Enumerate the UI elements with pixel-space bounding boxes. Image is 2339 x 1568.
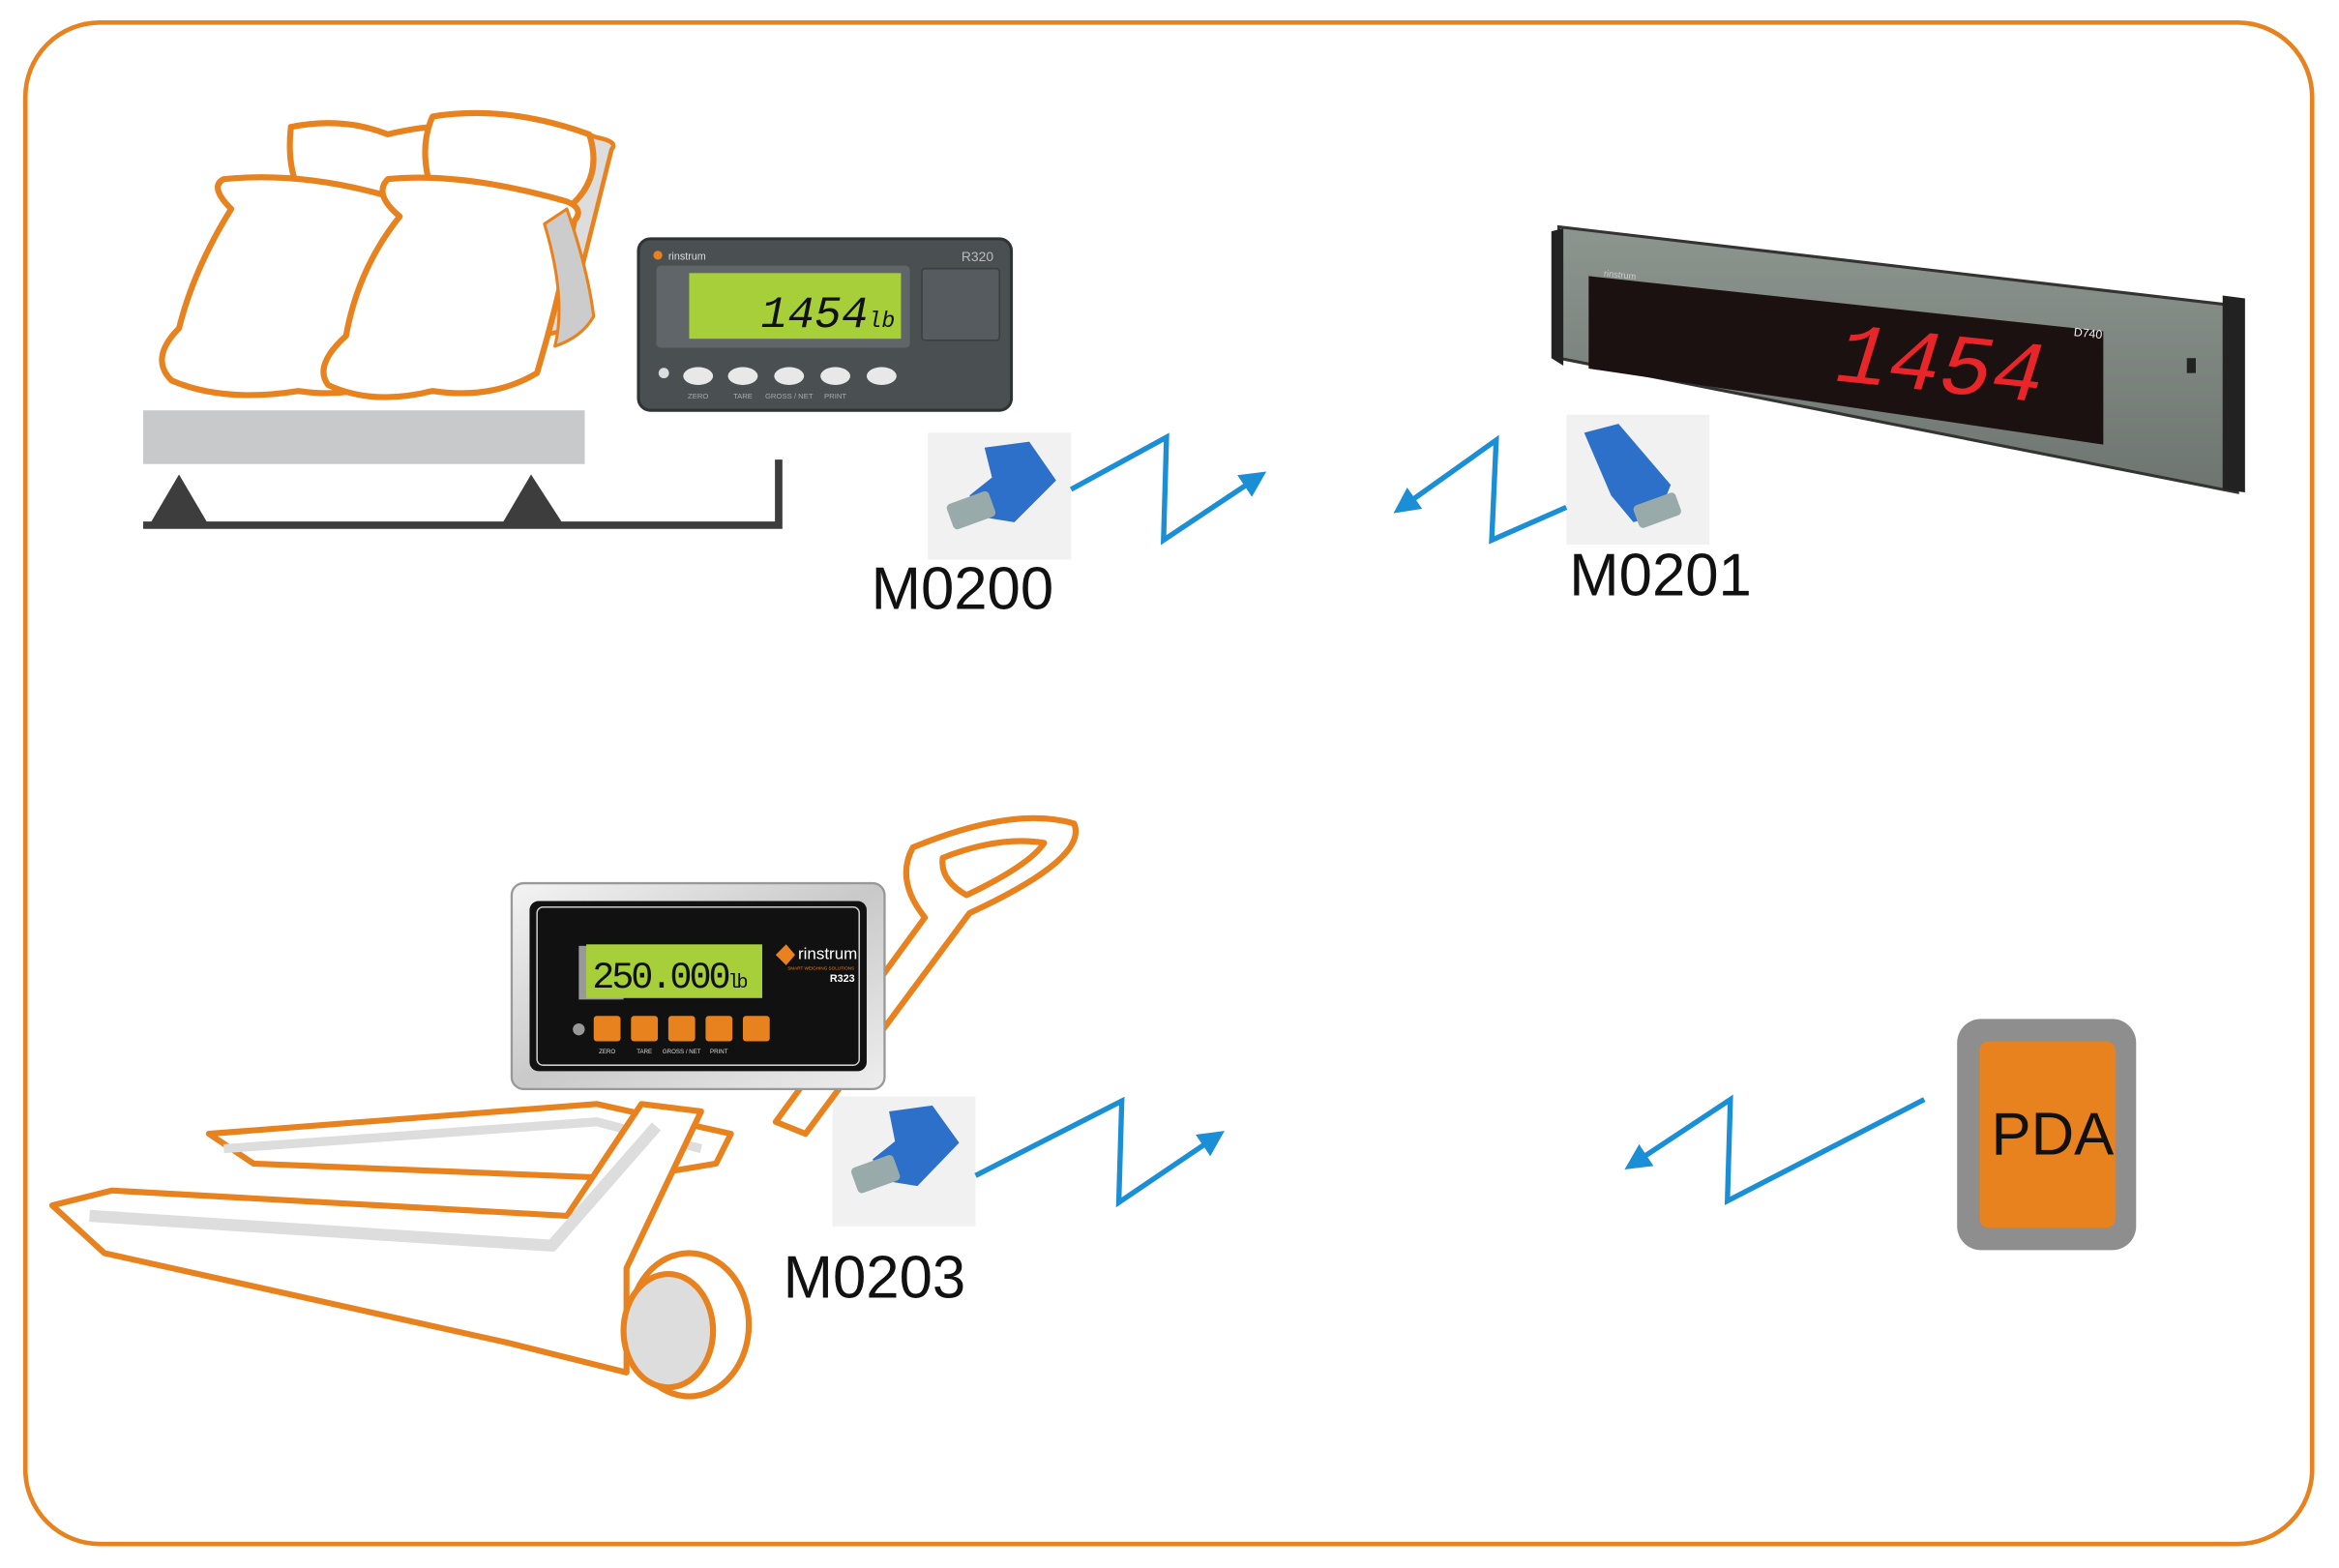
d740-model: D740 bbox=[2073, 325, 2103, 341]
led-reading: 1454 bbox=[1832, 310, 2049, 429]
print-label: PRINT bbox=[824, 392, 846, 400]
pda-label: PDA bbox=[1992, 1102, 2116, 1169]
brand-logo: rinstrum bbox=[798, 945, 857, 963]
brand-logo-icon bbox=[775, 944, 795, 965]
sack-icons bbox=[159, 109, 616, 400]
wireless-signal-arrow bbox=[1069, 432, 1267, 546]
gross-net-label: GROSS / NET bbox=[663, 1049, 701, 1055]
lcd-screen bbox=[586, 944, 763, 998]
brand-logo: rinstrum bbox=[668, 251, 706, 262]
model-label: R323 bbox=[830, 973, 855, 985]
button-row bbox=[683, 367, 897, 385]
lcd-screen bbox=[689, 273, 902, 340]
scale-foot-left bbox=[149, 474, 209, 525]
pda-screen bbox=[1979, 1041, 2116, 1228]
connector-m0200 bbox=[928, 432, 1072, 560]
module-label-m0203: M0203 bbox=[784, 1245, 966, 1312]
zero-button[interactable] bbox=[593, 1016, 621, 1042]
wireless-links bbox=[974, 432, 1926, 1208]
function-button[interactable] bbox=[866, 367, 897, 385]
scale-base bbox=[143, 459, 783, 529]
print-button[interactable] bbox=[705, 1016, 733, 1042]
model-label: R320 bbox=[962, 249, 993, 264]
gross-net-button[interactable] bbox=[667, 1016, 696, 1042]
display-d740: rinstrum D740 1454 bbox=[1551, 224, 2245, 494]
rs232-dongle-icon bbox=[1584, 424, 1672, 522]
print-button[interactable] bbox=[820, 367, 850, 385]
gross-net-button[interactable] bbox=[774, 367, 805, 385]
module-label-m0200: M0200 bbox=[872, 555, 1054, 622]
tare-label: TARE bbox=[637, 1049, 652, 1055]
zero-label: ZERO bbox=[599, 1049, 615, 1055]
d740-end-cap bbox=[2222, 295, 2245, 493]
pda-device: PDA bbox=[1957, 1019, 2137, 1251]
tare-button[interactable] bbox=[631, 1016, 659, 1042]
connector-m0201 bbox=[1566, 414, 1710, 545]
connector-m0203 bbox=[832, 1096, 976, 1227]
zero-label: ZERO bbox=[688, 392, 708, 400]
wireless-signal-arrow bbox=[974, 1096, 1225, 1208]
platform-scale bbox=[143, 109, 783, 529]
print-label: PRINT bbox=[710, 1049, 728, 1055]
function-button[interactable] bbox=[742, 1016, 770, 1042]
gross-net-label: GROSS / NET bbox=[765, 392, 814, 400]
scale-foot-right bbox=[501, 474, 564, 525]
module-label-m0201: M0201 bbox=[1569, 542, 1752, 608]
d740-brand: rinstrum bbox=[1604, 268, 1638, 281]
tagline: SMART WEIGHING SOLUTIONS bbox=[787, 965, 854, 970]
wireless-signal-arrow bbox=[1624, 1094, 1926, 1206]
zero-button[interactable] bbox=[683, 367, 714, 385]
scale-platform bbox=[143, 410, 585, 464]
weight-reading: 250.000lb bbox=[592, 957, 747, 999]
tare-label: TARE bbox=[733, 392, 753, 400]
indicator-r320: rinstrum R320 1454lb ZERO TARE GROSS / N… bbox=[637, 237, 1014, 412]
tare-button[interactable] bbox=[727, 367, 758, 385]
weight-reading: 1454lb bbox=[760, 289, 895, 340]
indicator-r323: 250.000lb rinstrum SMART WEIGHING SOLUTI… bbox=[510, 881, 886, 1091]
wireless-signal-arrow bbox=[1393, 434, 1568, 545]
